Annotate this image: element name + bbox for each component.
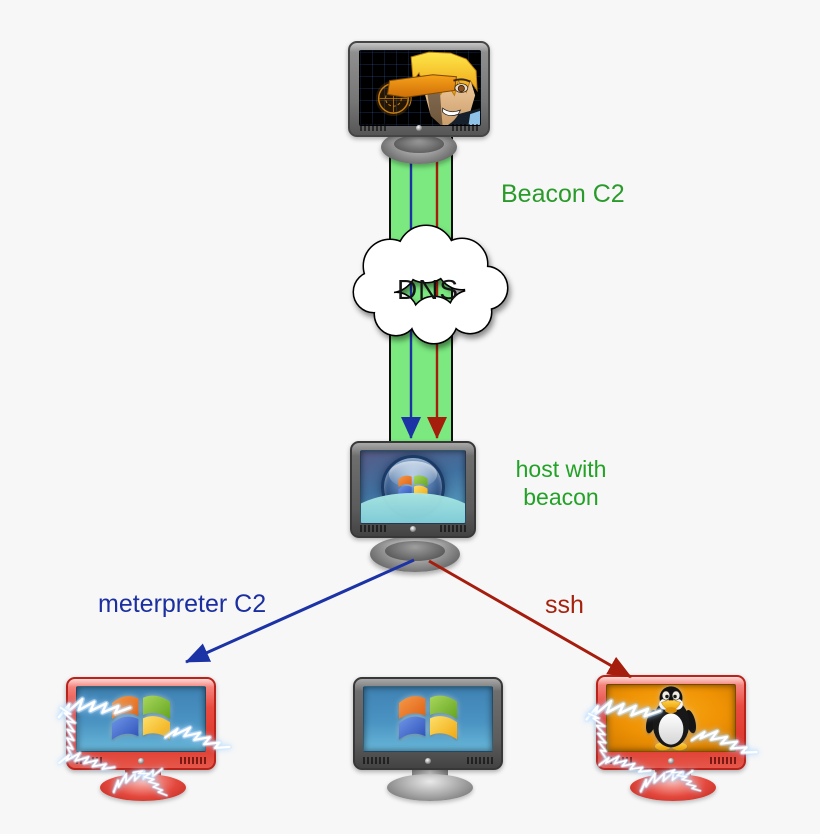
dns-label: DNS (396, 274, 460, 305)
monitor-frame (596, 675, 746, 770)
windows-logo-icon (391, 686, 465, 752)
attacker-screen (359, 50, 481, 126)
speaker-grille (710, 757, 736, 764)
ssh-arrow (428, 559, 632, 679)
power-led (416, 125, 422, 131)
power-led (668, 758, 674, 764)
monitor-frame (348, 41, 490, 137)
ssh-label: ssh (545, 591, 584, 619)
power-led (425, 758, 431, 764)
anime-avatar (375, 51, 480, 125)
beacon-host-screen (360, 450, 466, 524)
tux-linux-icon (643, 685, 699, 751)
monitor-frame (66, 677, 216, 770)
windows-target-compromised-monitor (64, 672, 222, 804)
speaker-grille (76, 757, 102, 764)
speaker-grille (363, 757, 389, 764)
windows-logo-icon (104, 686, 178, 752)
host-with-beacon-label: host with beacon (515, 456, 607, 510)
attacker-monitor (348, 38, 494, 170)
monitor-frame (353, 677, 503, 770)
speaker-grille (467, 757, 493, 764)
power-led (410, 526, 416, 532)
windows-target-monitor (351, 672, 509, 804)
speaker-grille (180, 757, 206, 764)
speaker-grille (360, 525, 386, 532)
meterpreter-c2-label: meterpreter C2 (98, 590, 267, 618)
monitor-frame (350, 441, 476, 538)
beacon-c2-label: Beacon C2 (501, 180, 625, 208)
linux-target-screen (606, 684, 736, 752)
windows-target-screen (363, 686, 493, 752)
speaker-grille (360, 124, 386, 131)
speaker-grille (440, 525, 466, 532)
beacon-host-monitor (350, 438, 480, 578)
power-led (138, 758, 144, 764)
speaker-grille (452, 124, 478, 131)
dns-cloud: DNS (338, 220, 518, 360)
windows-target-screen (76, 686, 206, 752)
linux-target-compromised-monitor (594, 670, 752, 804)
windows-orb-logo-icon (381, 455, 445, 519)
cloud-icon (352, 224, 509, 345)
speaker-grille (606, 757, 632, 764)
